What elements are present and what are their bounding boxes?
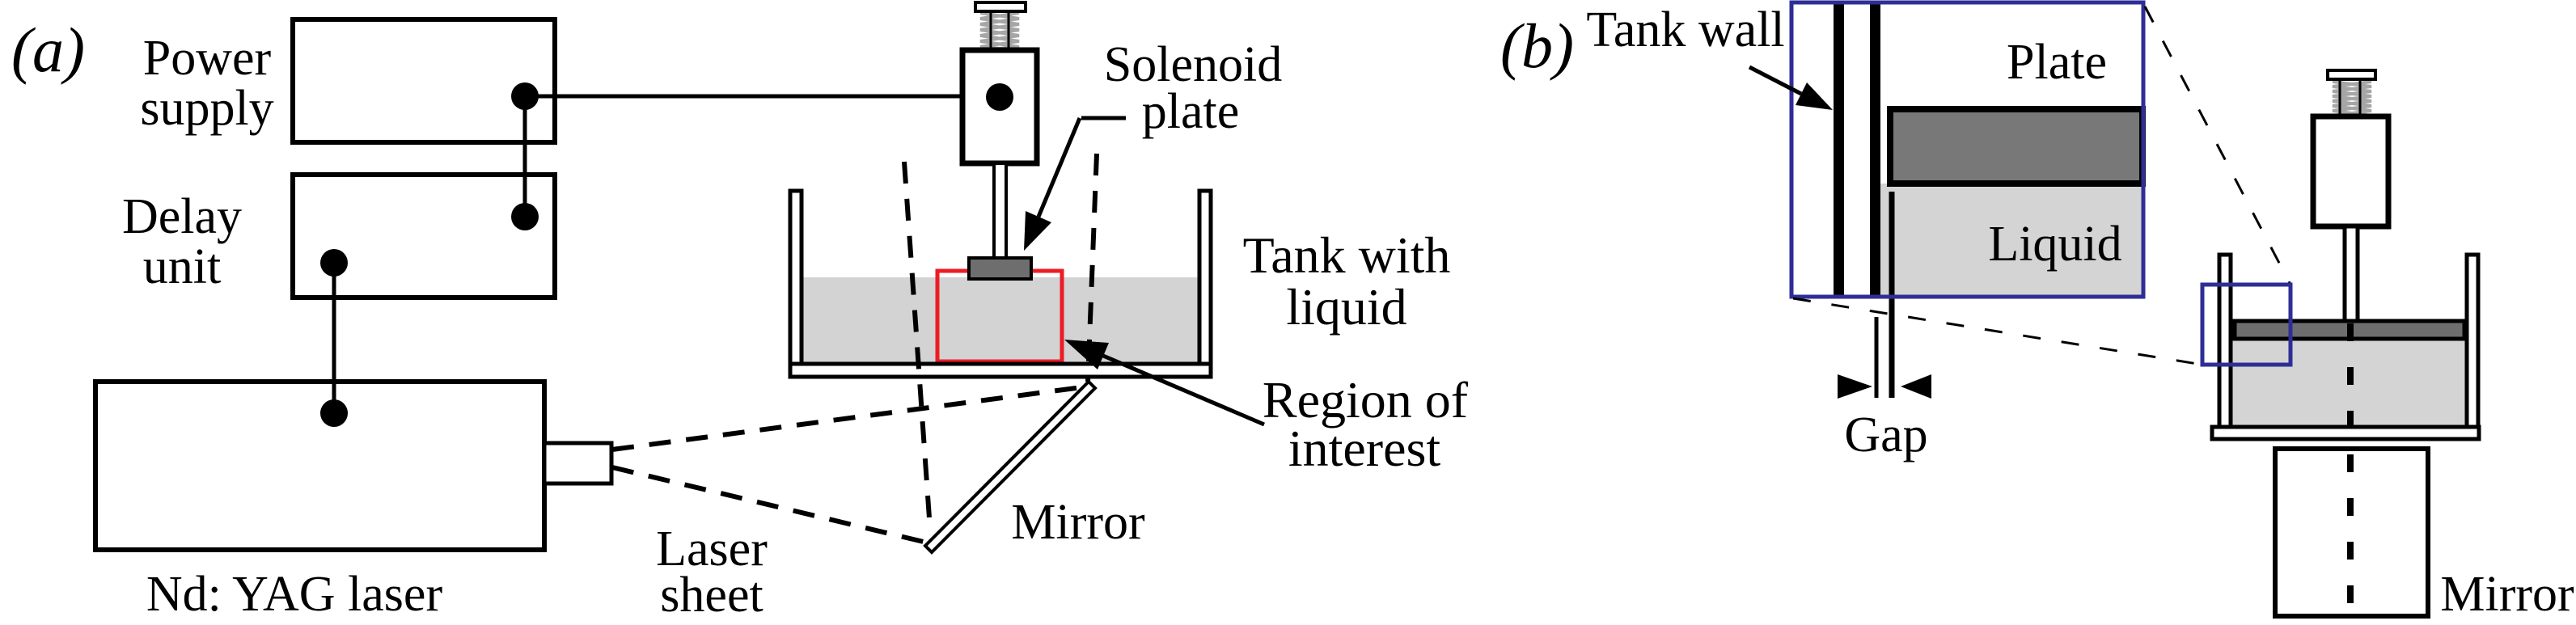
callout-connector-bottom xyxy=(1792,297,2203,366)
solenoid-plate-arrow-line xyxy=(1036,117,1082,217)
tank-wall-left xyxy=(788,188,804,368)
gap-arrow-right-icon xyxy=(1838,374,1872,399)
solenoid-plate-label-line2: plate xyxy=(1142,84,1240,139)
tank-wall-arrow-line xyxy=(1748,65,1803,96)
laser-label: Nd: YAG laser xyxy=(146,567,443,622)
roi-arrow-line xyxy=(1102,353,1265,427)
laser-box xyxy=(93,379,547,552)
laser-sheet-ray-upper xyxy=(611,384,1089,452)
panel-b: (b) Tank wall Plate Liquid Gap Mirror xyxy=(1500,0,2574,622)
push-rod-b xyxy=(2342,224,2360,324)
inset-liquid xyxy=(1880,184,2143,296)
panel-b-tag: (b) xyxy=(1500,11,1574,81)
inset-border xyxy=(1789,0,2146,299)
tank-with-liquid-label-line2: liquid xyxy=(1286,278,1406,336)
solenoid-plate-arrowhead-icon xyxy=(1024,211,1051,251)
laser-nozzle xyxy=(542,441,614,486)
gap-arrow-left-icon xyxy=(1901,374,1931,399)
gap-label: Gap xyxy=(1844,408,1927,462)
solenoid-plate xyxy=(967,256,1033,281)
connector-dot-delay-top xyxy=(511,203,539,230)
tank-wall-arrowhead-icon xyxy=(1796,82,1833,110)
power-supply-label-line2: supply xyxy=(140,81,273,136)
solenoid-plate-label-line1: Solenoid xyxy=(1104,37,1282,92)
reflected-sheet-ray-left xyxy=(902,161,933,530)
delay-unit-box xyxy=(290,172,557,300)
connector-dot-power xyxy=(511,82,539,110)
laser-sheet-label-line1: Laser xyxy=(656,522,768,576)
connector-dot-delay-bottom xyxy=(320,249,348,277)
region-of-interest-label-line1: Region of xyxy=(1263,371,1469,429)
tank-wall-label: Tank wall xyxy=(1586,2,1784,57)
panel-a: (a) Power supply Delay unit Nd: YAG lase… xyxy=(11,1,1469,623)
mirror-45deg xyxy=(923,379,1098,555)
spring-coil-cross xyxy=(979,11,1020,52)
tank-liquid xyxy=(802,277,1199,364)
tank-with-liquid-label-line1: Tank with xyxy=(1243,226,1451,284)
callout-connector-top xyxy=(2143,6,2292,285)
zoom-region-box-b xyxy=(2200,282,2293,367)
laser-sheet-ray-lower xyxy=(611,465,931,546)
connector-dot-laser xyxy=(320,399,348,427)
inset-tank-wall-outer xyxy=(1834,2,1844,297)
tank-wall-right-b xyxy=(2464,252,2481,430)
power-supply-box xyxy=(290,17,557,145)
roi-arrowhead-icon xyxy=(1064,340,1109,370)
tank-wall-left-b xyxy=(2217,252,2233,430)
actuator-top-cap xyxy=(974,1,1027,13)
push-rod xyxy=(992,162,1008,260)
tank-bottom xyxy=(788,361,1213,379)
connector-dot-solenoid xyxy=(986,83,1013,111)
delay-unit-label-line2: unit xyxy=(143,239,221,294)
solenoid-body-b xyxy=(2310,113,2392,230)
mirror-label-a: Mirror xyxy=(1011,495,1145,550)
power-supply-label-line1: Power xyxy=(143,31,272,86)
mirror-label-b: Mirror xyxy=(2440,567,2574,622)
tank-bottom-b xyxy=(2210,424,2481,441)
plate-label: Plate xyxy=(2007,35,2107,90)
tank-wall-right xyxy=(1197,188,1213,368)
inset-plate xyxy=(1887,106,2146,187)
liquid-label: Liquid xyxy=(1988,217,2121,272)
inset-tank-wall-inner xyxy=(1870,2,1880,297)
actuator-top-cap-b xyxy=(2326,69,2377,81)
panel-a-tag: (a) xyxy=(11,15,85,85)
laser-sheet-label-line2: sheet xyxy=(660,568,763,623)
region-of-interest-label-line2: interest xyxy=(1288,420,1441,477)
delay-unit-label-line1: Delay xyxy=(122,189,242,244)
